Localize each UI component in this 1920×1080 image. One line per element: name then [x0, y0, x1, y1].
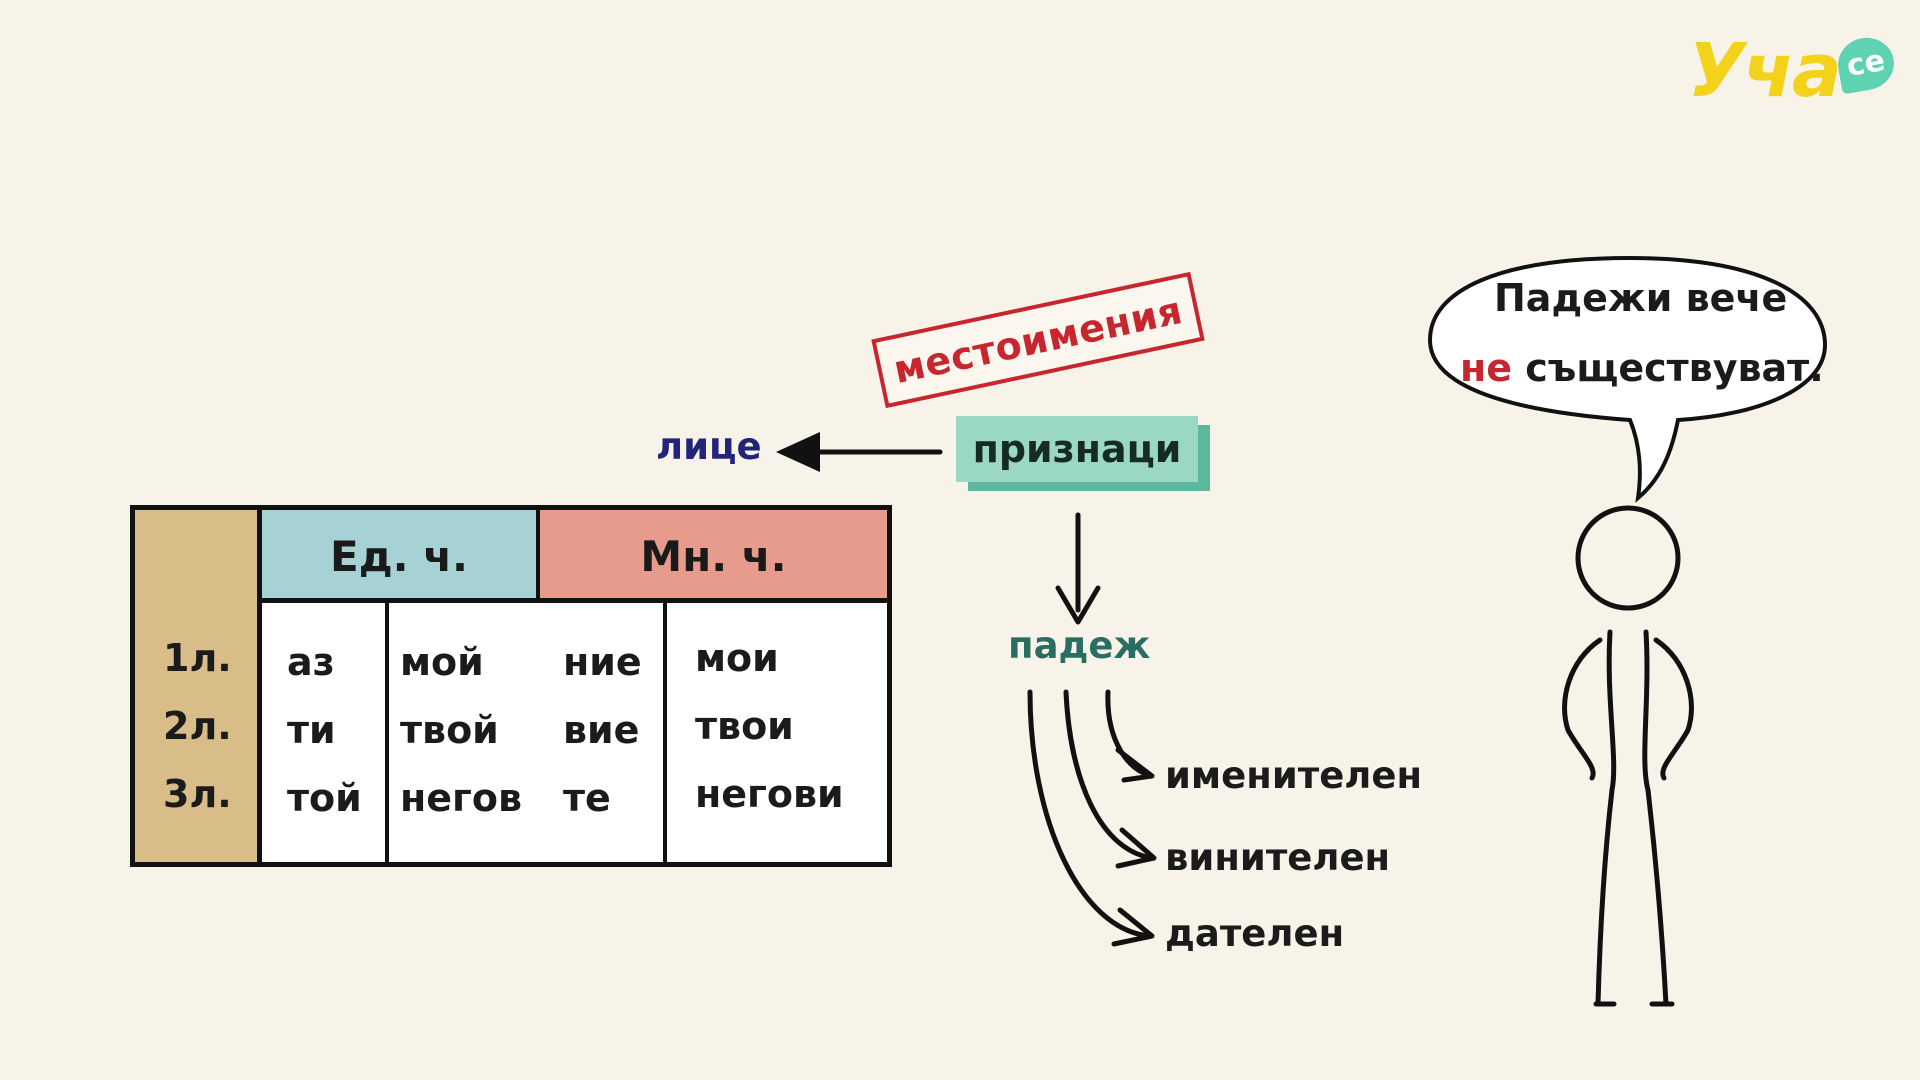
person-2: 2л. — [163, 704, 232, 748]
cell-pl-poss-1: мои — [695, 636, 779, 680]
speech-word-not: не — [1460, 346, 1513, 390]
person-label: лице — [656, 425, 762, 468]
person-1: 1л. — [163, 636, 232, 680]
speech-word-rest: съществуват. — [1512, 346, 1824, 390]
cell-pl-pers-3: те — [563, 776, 611, 820]
divider-plural — [663, 603, 667, 867]
plural-header-label: Мн. ч. — [640, 532, 787, 581]
singular-header: Ед. ч. — [262, 510, 540, 603]
cell-sg-pers-3: той — [287, 776, 362, 820]
arrow-nominative — [1105, 689, 1153, 778]
cell-pl-pers-2: вие — [563, 708, 640, 752]
case-dative: дателен — [1165, 912, 1345, 955]
person-column: 1л. 2л. 3л. — [135, 510, 262, 862]
arrow-nominative-head — [1115, 747, 1155, 783]
arrow-dative — [1027, 689, 1153, 939]
features-tag: признаци — [956, 416, 1198, 482]
cell-pl-poss-2: твои — [695, 704, 794, 748]
cell-sg-pers-1: аз — [287, 640, 335, 684]
cell-pl-pers-1: ние — [563, 640, 642, 684]
cell-sg-poss-3: негов — [400, 776, 523, 820]
arrow-accusative-head — [1115, 827, 1157, 869]
speech-line-2: не съществуват. — [1460, 346, 1824, 390]
arrow-accusative — [1063, 689, 1155, 861]
logo-text: Уча — [1688, 28, 1842, 114]
speech-bubble-outline — [1427, 255, 1828, 503]
uchase-logo: Уча се — [1688, 26, 1899, 116]
case-accusative: винителен — [1165, 836, 1391, 879]
arrow-to-case-head — [1055, 585, 1101, 625]
arrow-to-person-head — [776, 432, 820, 472]
cell-sg-poss-2: твой — [400, 708, 499, 752]
pronoun-table: 1л. 2л. 3л. Ед. ч. Мн. ч. аз ти той мой … — [130, 505, 892, 867]
speech-line-1: Падежи вече — [1494, 276, 1788, 320]
divider-singular — [385, 603, 389, 867]
person-3: 3л. — [163, 772, 232, 816]
singular-header-label: Ед. ч. — [330, 532, 468, 581]
case-nominative: именителен — [1165, 754, 1423, 797]
case-label: падеж — [1008, 624, 1151, 667]
stick-figure — [1562, 505, 1694, 1007]
plural-header: Мн. ч. — [540, 510, 887, 603]
arrow-dative-head — [1111, 907, 1155, 947]
cell-sg-poss-1: мой — [400, 640, 484, 684]
cell-sg-pers-2: ти — [287, 708, 336, 752]
cell-pl-poss-3: негови — [695, 772, 844, 816]
